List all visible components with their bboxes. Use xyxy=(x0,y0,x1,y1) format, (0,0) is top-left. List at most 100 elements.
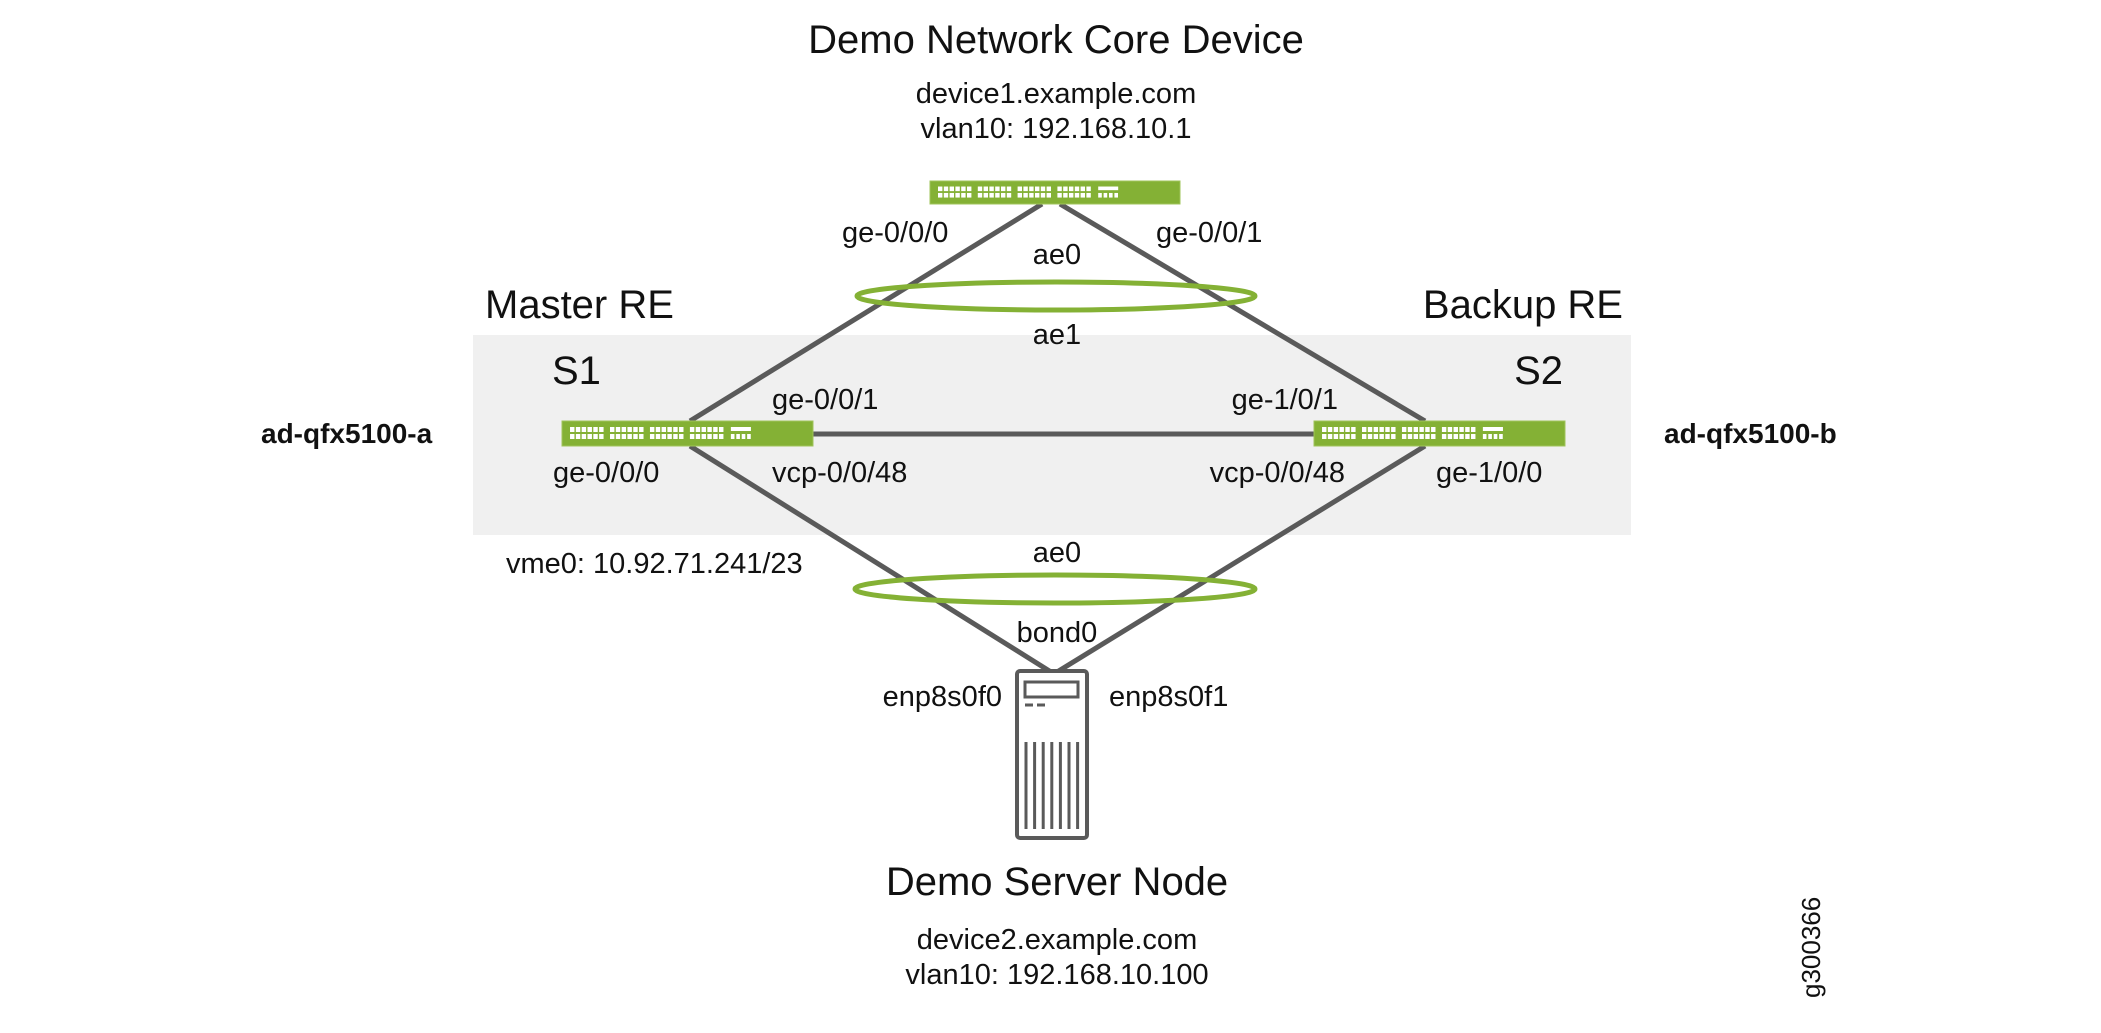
s2-port-up: ge-1/0/1 xyxy=(1232,384,1338,416)
switch-port xyxy=(661,434,667,439)
backup-re-label: Backup RE xyxy=(1423,283,1623,327)
switch-port xyxy=(667,434,672,439)
switch-port xyxy=(1373,427,1379,432)
lag-top-upper-label: ae0 xyxy=(1033,239,1081,271)
switch-port xyxy=(730,434,735,439)
switch-chassis xyxy=(1313,420,1566,447)
switch-port xyxy=(1029,186,1034,192)
switch-s1-hostname: ad-qfx5100-a xyxy=(261,418,433,449)
switch-port xyxy=(570,427,575,432)
lag-bottom-ellipse xyxy=(852,572,1258,606)
switch-mgmt-slot xyxy=(1098,186,1119,191)
switch-port xyxy=(1006,186,1012,192)
switch-port xyxy=(1482,434,1487,439)
switch-port xyxy=(1447,434,1453,439)
core-device-hostname: device1.example.com xyxy=(916,78,1196,110)
switch-port xyxy=(1385,434,1390,439)
switch-port xyxy=(995,192,1000,198)
switch-port xyxy=(1379,434,1384,439)
switch-chassis xyxy=(561,420,814,447)
switch-port xyxy=(1114,192,1118,198)
switch-port xyxy=(1339,434,1344,439)
switch-s1-icon xyxy=(561,420,814,447)
switch-port xyxy=(1017,192,1022,198)
switch-port xyxy=(1453,434,1458,439)
switch-port xyxy=(1413,427,1419,432)
switch-port xyxy=(627,427,632,432)
switch-port xyxy=(1413,434,1419,439)
switch-port xyxy=(1001,192,1006,198)
switch-port xyxy=(575,434,581,439)
switch-port xyxy=(1006,192,1012,198)
switch-port xyxy=(1035,186,1040,192)
switch-port xyxy=(673,427,678,432)
switch-port xyxy=(1057,186,1062,192)
switch-mgmt-slot xyxy=(730,427,751,431)
switch-port xyxy=(609,434,615,439)
switch-port xyxy=(1086,186,1091,192)
switch-port xyxy=(1391,434,1396,439)
switch-port xyxy=(609,427,615,432)
switch-port xyxy=(1407,434,1413,439)
switch-port xyxy=(673,434,678,439)
switch-port xyxy=(1023,192,1028,198)
switch-port xyxy=(1441,434,1447,439)
switch-s2-name: S2 xyxy=(1514,349,1563,393)
switch-port xyxy=(1367,434,1373,439)
switch-port xyxy=(1345,434,1350,439)
switch-port xyxy=(1327,427,1333,432)
switch-port xyxy=(1339,427,1344,432)
switch-port xyxy=(655,434,661,439)
switch-port xyxy=(1074,186,1080,192)
server-title: Demo Server Node xyxy=(886,860,1228,904)
switch-port xyxy=(615,427,621,432)
switch-port xyxy=(1029,192,1034,198)
switch-port xyxy=(1035,192,1040,198)
switch-port xyxy=(1322,434,1327,439)
switch-port xyxy=(989,192,994,198)
switch-port xyxy=(633,427,638,432)
switch-port xyxy=(679,427,684,432)
switch-port xyxy=(1471,434,1476,439)
switch-port xyxy=(1459,427,1464,432)
link-core-to-s2 xyxy=(1058,201,1427,424)
switch-port xyxy=(938,192,943,198)
switch-port xyxy=(621,427,627,432)
server-nic-right: enp8s0f1 xyxy=(1109,681,1228,713)
switch-port xyxy=(1499,434,1503,439)
switch-port xyxy=(633,434,638,439)
switch-port xyxy=(1361,427,1367,432)
switch-port xyxy=(695,434,701,439)
link-core-to-s1 xyxy=(688,201,1044,424)
switch-port xyxy=(713,427,718,432)
switch-s2-hostname: ad-qfx5100-b xyxy=(1664,418,1837,449)
s1-mgmt-address: vme0: 10.92.71.241/23 xyxy=(506,548,803,580)
switch-chassis xyxy=(929,180,1181,205)
switch-port xyxy=(983,186,988,192)
switch-port xyxy=(1419,427,1424,432)
switch-port xyxy=(977,192,983,198)
switch-port xyxy=(1109,192,1113,198)
switch-port xyxy=(581,434,587,439)
switch-port xyxy=(701,434,706,439)
switch-port xyxy=(989,186,994,192)
switch-port xyxy=(949,186,954,192)
switch-port xyxy=(1367,427,1373,432)
switch-port xyxy=(955,192,960,198)
switch-port xyxy=(1080,192,1085,198)
switch-port xyxy=(1327,434,1333,439)
switch-port xyxy=(1023,186,1028,192)
switch-port xyxy=(949,192,954,198)
switch-port xyxy=(707,434,712,439)
switch-port xyxy=(1351,434,1356,439)
switch-port xyxy=(1471,427,1476,432)
switch-port xyxy=(649,434,655,439)
switch-port xyxy=(655,427,661,432)
switch-port xyxy=(983,192,988,198)
switch-port xyxy=(1098,192,1102,198)
switch-port xyxy=(649,427,655,432)
switch-port xyxy=(1447,427,1453,432)
switch-port xyxy=(701,427,706,432)
switch-port xyxy=(1080,186,1085,192)
switch-port xyxy=(747,434,751,439)
